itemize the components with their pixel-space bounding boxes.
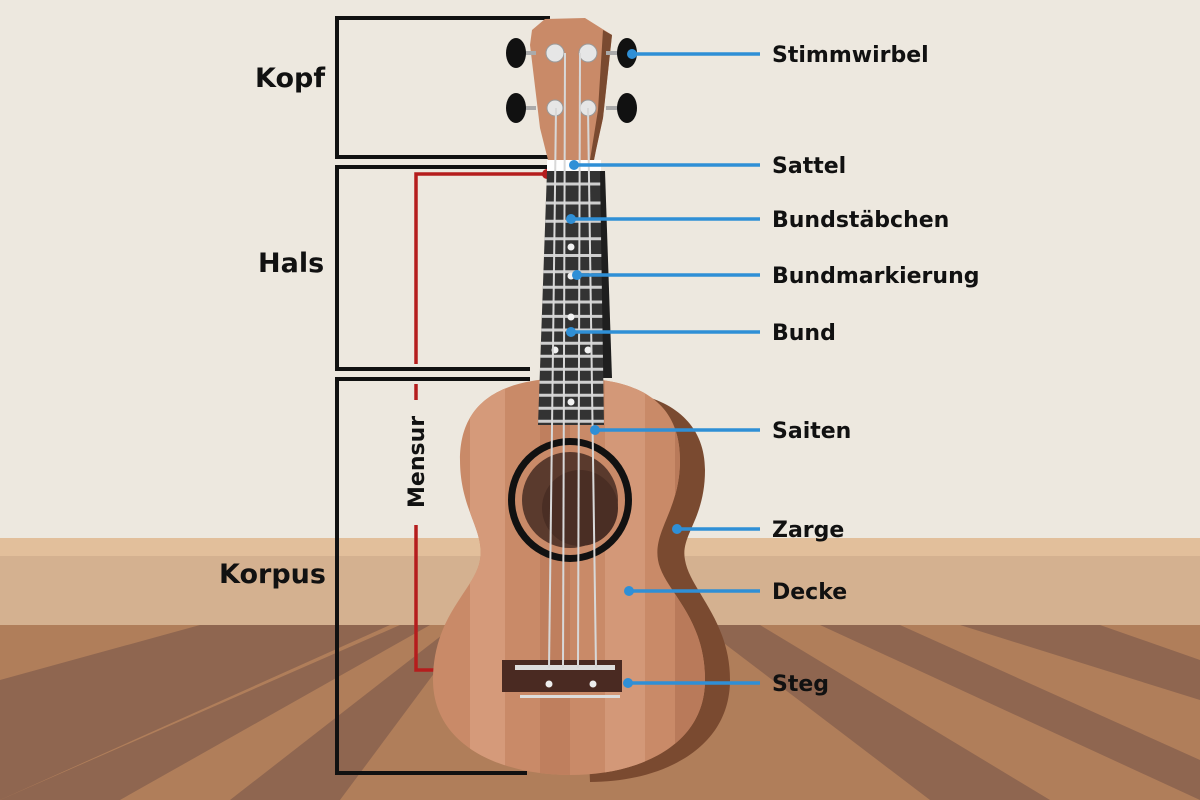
floor-stripes xyxy=(0,625,1200,800)
callout-dot xyxy=(572,270,582,280)
callout-dot xyxy=(623,678,633,688)
part-label: Bundstäbchen xyxy=(772,208,949,233)
callout-4: Bund xyxy=(566,321,836,346)
callout-dot xyxy=(566,327,576,337)
callout-dot xyxy=(569,160,579,170)
callout-1: Sattel xyxy=(569,154,846,179)
section-body-label: Korpus xyxy=(219,559,326,590)
part-label: Bundmarkierung xyxy=(772,264,979,289)
part-label: Bund xyxy=(772,321,836,346)
callouts: StimmwirbelSattelBundstäbchenBundmarkier… xyxy=(566,43,979,697)
strings xyxy=(548,52,597,669)
callout-0: Stimmwirbel xyxy=(627,43,929,68)
callout-dot xyxy=(672,524,682,534)
callout-dot xyxy=(590,425,600,435)
part-label: Steg xyxy=(772,672,829,697)
part-label: Sattel xyxy=(772,154,846,179)
part-label: Stimmwirbel xyxy=(772,43,929,68)
callout-dot xyxy=(627,49,637,59)
part-label: Decke xyxy=(772,580,847,605)
section-head-label: Kopf xyxy=(255,63,325,94)
callout-2: Bundstäbchen xyxy=(566,208,949,233)
fretboard xyxy=(538,171,604,425)
section-neck-label: Hals xyxy=(258,248,324,279)
callout-dot xyxy=(566,214,576,224)
callout-dot xyxy=(624,586,634,596)
bridge xyxy=(502,660,622,692)
part-label: Saiten xyxy=(772,419,851,444)
callout-7: Decke xyxy=(624,580,847,605)
part-label: Zarge xyxy=(772,518,844,543)
section-brackets xyxy=(335,16,550,775)
callout-6: Zarge xyxy=(672,518,844,543)
callout-5: Saiten xyxy=(590,419,851,444)
tuning-pegs xyxy=(506,38,637,123)
callout-8: Steg xyxy=(623,672,829,697)
scale-length-label: Mensur xyxy=(405,416,430,508)
callout-3: Bundmarkierung xyxy=(572,264,979,289)
